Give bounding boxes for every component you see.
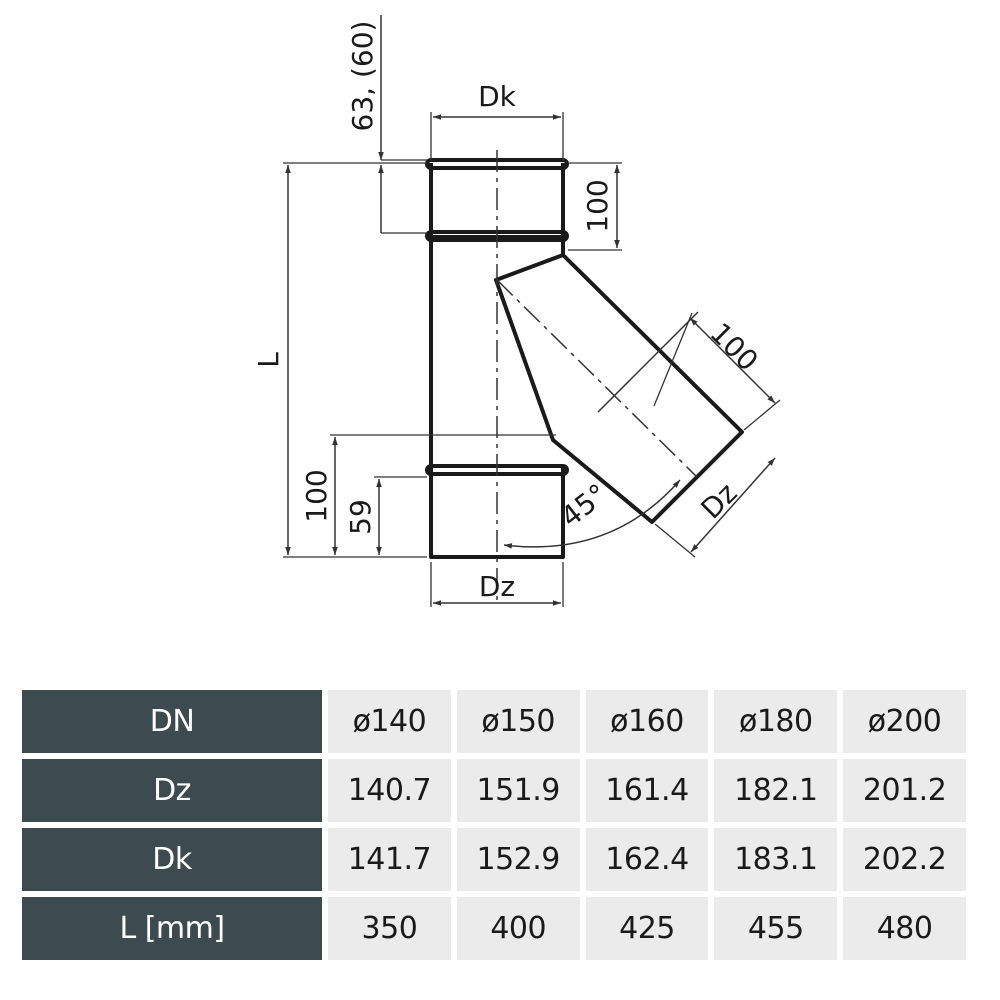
extension-lines [283, 112, 781, 607]
technical-drawing: Dk 63, (60) 100 L 100 100 59 45° Dz Dz [252, 15, 781, 607]
table-cell: 455 [714, 897, 838, 960]
table-cell: 182.1 [714, 759, 838, 822]
dim-angle-arc [503, 479, 681, 549]
label-dk-top: Dk [478, 80, 517, 113]
table-row: Dz 140.7 151.9 161.4 182.1 201.2 [22, 759, 966, 822]
table-row: L [mm] 350 400 425 455 480 [22, 897, 966, 960]
label-socket-100: 100 [581, 179, 614, 232]
label-offset-top: 63, (60) [346, 21, 379, 132]
row-header: Dk [22, 828, 322, 891]
dimensions-table: DN ø140 ø150 ø160 ø180 ø200 Dz 140.7 151… [16, 684, 972, 966]
center-lines [496, 150, 699, 600]
table-cell: 350 [328, 897, 451, 960]
table-cell: 140.7 [328, 759, 451, 822]
table-cell: ø200 [843, 690, 966, 753]
branch-plane-line [597, 311, 699, 413]
table-cell: ø150 [456, 690, 580, 753]
table-cell: 152.9 [456, 828, 580, 891]
label-dz-bottom: Dz [479, 570, 515, 603]
table-cell: 151.9 [456, 759, 580, 822]
table-cell: ø160 [585, 690, 709, 753]
table-cell: 480 [843, 897, 966, 960]
label-left-100: 100 [300, 469, 333, 522]
table-row: DN ø140 ø150 ø160 ø180 ø200 [22, 690, 966, 753]
row-header: Dz [22, 759, 322, 822]
label-left-59: 59 [344, 499, 377, 535]
table-cell: ø140 [328, 690, 451, 753]
table-cell: 400 [456, 897, 580, 960]
table-cell: 183.1 [714, 828, 838, 891]
table-cell: ø180 [714, 690, 838, 753]
dim-dz-branch [690, 457, 776, 553]
table-row: Dk 141.7 152.9 162.4 183.1 202.2 [22, 828, 966, 891]
branch-outline [494, 253, 744, 524]
row-header: L [mm] [22, 897, 322, 960]
table-cell: 201.2 [843, 759, 966, 822]
label-length: L [252, 352, 285, 368]
table-cell: 202.2 [843, 828, 966, 891]
table-cell: 425 [585, 897, 709, 960]
table-cell: 161.4 [585, 759, 709, 822]
table-cell: 162.4 [585, 828, 709, 891]
dim-branch-100 [689, 317, 776, 404]
dimension-lines [285, 15, 776, 606]
label-dz-branch: Dz [694, 476, 743, 525]
label-branch-100: 100 [703, 316, 764, 377]
branch-axis [496, 279, 698, 478]
row-header: DN [22, 690, 322, 753]
table-cell: 141.7 [328, 828, 451, 891]
